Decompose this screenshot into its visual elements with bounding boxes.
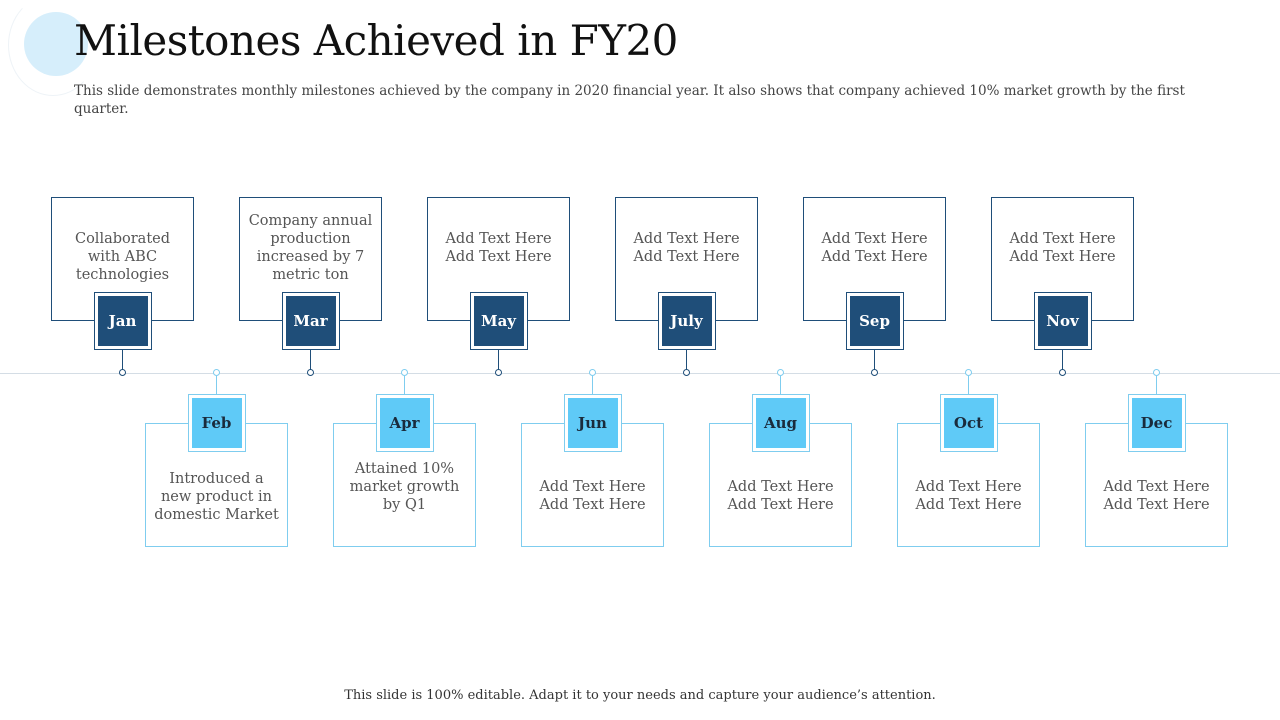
timeline-dot <box>777 369 784 376</box>
milestone-text: Add Text Here Add Text Here <box>821 231 928 265</box>
timeline-dot <box>495 369 502 376</box>
month-badge-frame: July <box>657 292 716 350</box>
month-badge-frame: Apr <box>375 394 434 452</box>
footer-note: This slide is 100% editable. Adapt it to… <box>344 688 936 703</box>
month-badge-mar: Mar <box>285 296 336 346</box>
timeline-dot <box>1153 369 1160 376</box>
milestone-text: Collaborated with ABC technologies <box>74 231 171 283</box>
milestone-text: Add Text Here Add Text Here <box>1103 479 1210 513</box>
month-badge-oct: Oct <box>943 398 994 448</box>
timeline-connector <box>968 376 969 394</box>
month-badge-frame: Dec <box>1127 394 1186 452</box>
month-badge-jun: Jun <box>567 398 618 448</box>
timeline-connector <box>404 376 405 394</box>
month-badge-apr: Apr <box>379 398 430 448</box>
month-badge-feb: Feb <box>191 398 242 448</box>
page-subtitle: This slide demonstrates monthly mileston… <box>74 83 1185 117</box>
month-badge-frame: Oct <box>939 394 998 452</box>
month-badge-frame: Mar <box>281 292 340 350</box>
timeline-connector <box>122 350 123 370</box>
timeline-connector <box>592 376 593 394</box>
decorative-circle-outline <box>8 0 98 96</box>
milestone-text: Introduced a new product in domestic Mar… <box>154 471 279 523</box>
month-badge-sep: Sep <box>849 296 900 346</box>
milestone-text: Add Text Here Add Text Here <box>1009 231 1116 265</box>
month-badge-frame: Nov <box>1033 292 1092 350</box>
timeline-line <box>0 373 1280 374</box>
timeline-dot <box>1059 369 1066 376</box>
milestone-card-oct: Add Text Here Add Text Here <box>897 423 1040 547</box>
timeline-connector <box>1062 350 1063 370</box>
timeline-connector <box>686 350 687 370</box>
milestone-text: Company annual production increased by 7… <box>248 213 373 283</box>
month-badge-frame: Jun <box>563 394 622 452</box>
timeline-dot <box>119 369 126 376</box>
milestone-card-sep: Add Text Here Add Text Here <box>803 197 946 321</box>
timeline-connector <box>498 350 499 370</box>
milestone-text: Add Text Here Add Text Here <box>445 231 552 265</box>
timeline-dot <box>683 369 690 376</box>
month-badge-frame: Aug <box>751 394 810 452</box>
milestone-card-aug: Add Text Here Add Text Here <box>709 423 852 547</box>
month-badge-july: July <box>661 296 712 346</box>
month-badge-aug: Aug <box>755 398 806 448</box>
milestone-text: Attained 10% market growth by Q1 <box>349 461 460 513</box>
milestone-text: Add Text Here Add Text Here <box>727 479 834 513</box>
month-badge-frame: May <box>469 292 528 350</box>
month-badge-frame: Feb <box>187 394 246 452</box>
month-badge-dec: Dec <box>1131 398 1182 448</box>
timeline-connector <box>874 350 875 370</box>
timeline-dot <box>965 369 972 376</box>
timeline-connector <box>1156 376 1157 394</box>
timeline-dot <box>589 369 596 376</box>
timeline-dot <box>401 369 408 376</box>
milestone-text: Add Text Here Add Text Here <box>915 479 1022 513</box>
timeline-dot <box>871 369 878 376</box>
timeline-connector <box>780 376 781 394</box>
month-badge-nov: Nov <box>1037 296 1088 346</box>
page-title: Milestones Achieved in FY20 <box>74 16 678 65</box>
timeline-dot <box>307 369 314 376</box>
timeline-connector <box>216 376 217 394</box>
month-badge-frame: Jan <box>93 292 152 350</box>
month-badge-may: May <box>473 296 524 346</box>
month-badge-jan: Jan <box>97 296 148 346</box>
timeline-connector <box>310 350 311 370</box>
milestone-card-mar: Company annual production increased by 7… <box>239 197 382 321</box>
decorative-circle <box>24 12 88 76</box>
milestone-text: Add Text Here Add Text Here <box>633 231 740 265</box>
timeline-dot <box>213 369 220 376</box>
milestone-text: Add Text Here Add Text Here <box>539 479 646 513</box>
month-badge-frame: Sep <box>845 292 904 350</box>
